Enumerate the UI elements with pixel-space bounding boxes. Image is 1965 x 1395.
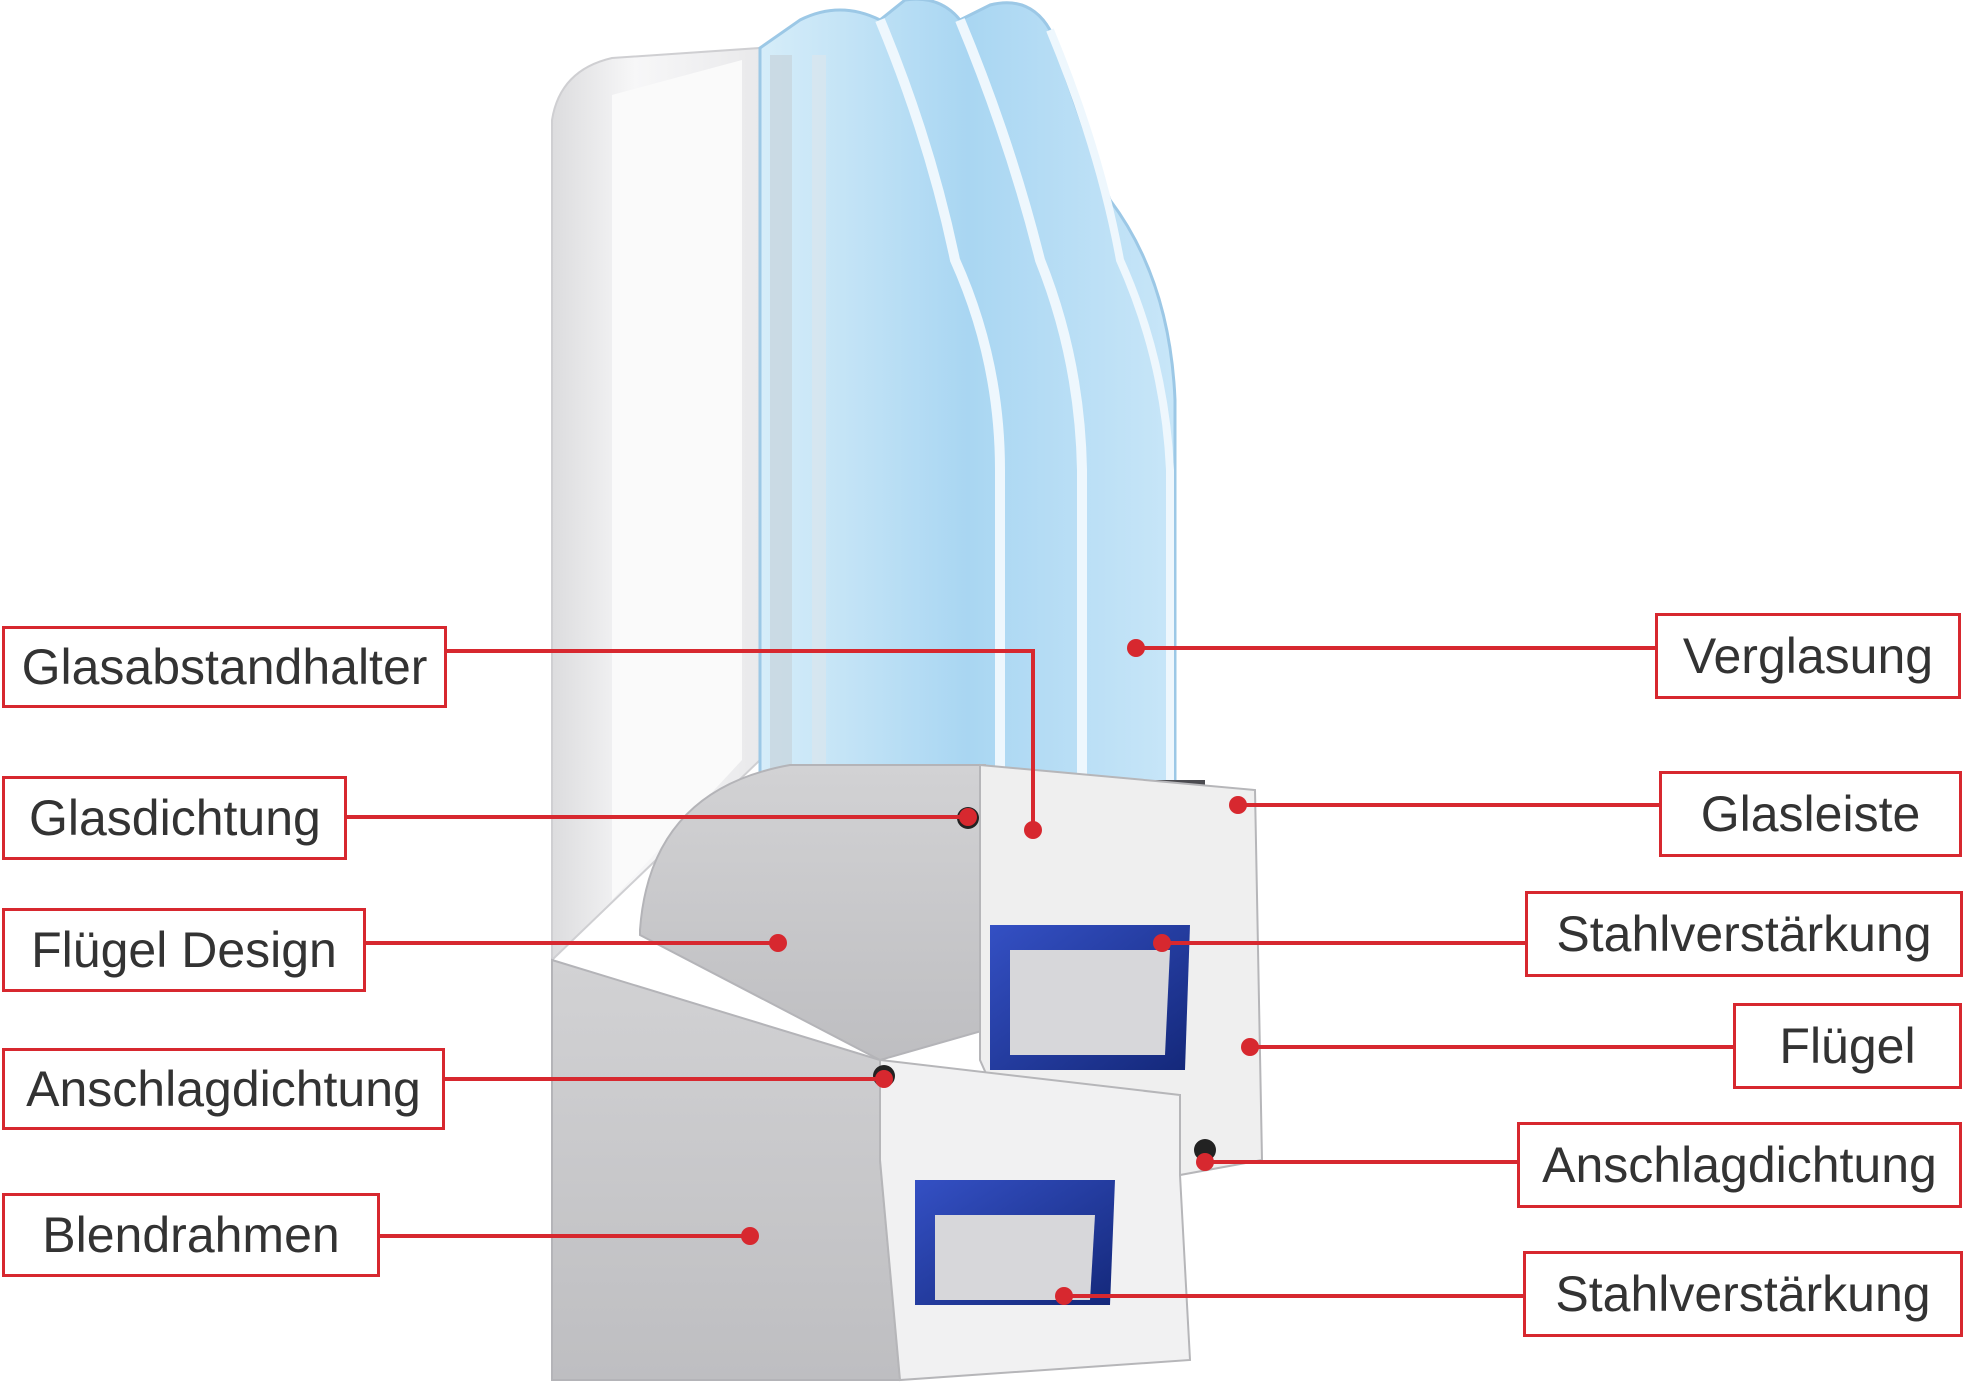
frame-vertical xyxy=(551,46,761,963)
dot-stahlverstaerkung-bottom xyxy=(1055,1287,1073,1305)
dot-fluegel-design xyxy=(769,934,787,952)
label-fluegel: Flügel xyxy=(1733,1003,1962,1089)
label-verglasung: Verglasung xyxy=(1655,613,1961,699)
leader-dots xyxy=(741,639,1259,1305)
dot-glasabstandhalter xyxy=(1024,821,1042,839)
label-glasabstandhalter: Glasabstandhalter xyxy=(2,626,447,708)
label-stahlverstaerkung-bottom: Stahlverstärkung xyxy=(1523,1251,1963,1337)
label-blendrahmen: Blendrahmen xyxy=(2,1193,380,1277)
label-fluegel-design: Flügel Design xyxy=(2,908,366,992)
leader-lines xyxy=(345,646,1734,1298)
dot-stahlverstaerkung-top xyxy=(1153,934,1171,952)
profile-section xyxy=(551,763,1264,1382)
dot-fluegel xyxy=(1241,1038,1259,1056)
label-glasleiste: Glasleiste xyxy=(1659,771,1962,857)
glazing-panes xyxy=(758,0,1177,792)
dot-anschlagdichtung-right xyxy=(1196,1153,1214,1171)
label-stahlverstaerkung-top: Stahlverstärkung xyxy=(1525,891,1963,977)
label-glasdichtung: Glasdichtung xyxy=(2,776,347,860)
dot-anschlagdichtung-left xyxy=(875,1070,893,1088)
dot-verglasung xyxy=(1127,639,1145,657)
leader-glasabstandhalter xyxy=(446,649,1035,830)
label-anschlagdichtung-right: Anschlagdichtung xyxy=(1517,1122,1962,1208)
dot-glasleiste xyxy=(1229,796,1247,814)
dot-blendrahmen xyxy=(741,1227,759,1245)
label-anschlagdichtung-left: Anschlagdichtung xyxy=(2,1048,445,1130)
dot-glasdichtung xyxy=(959,808,977,826)
